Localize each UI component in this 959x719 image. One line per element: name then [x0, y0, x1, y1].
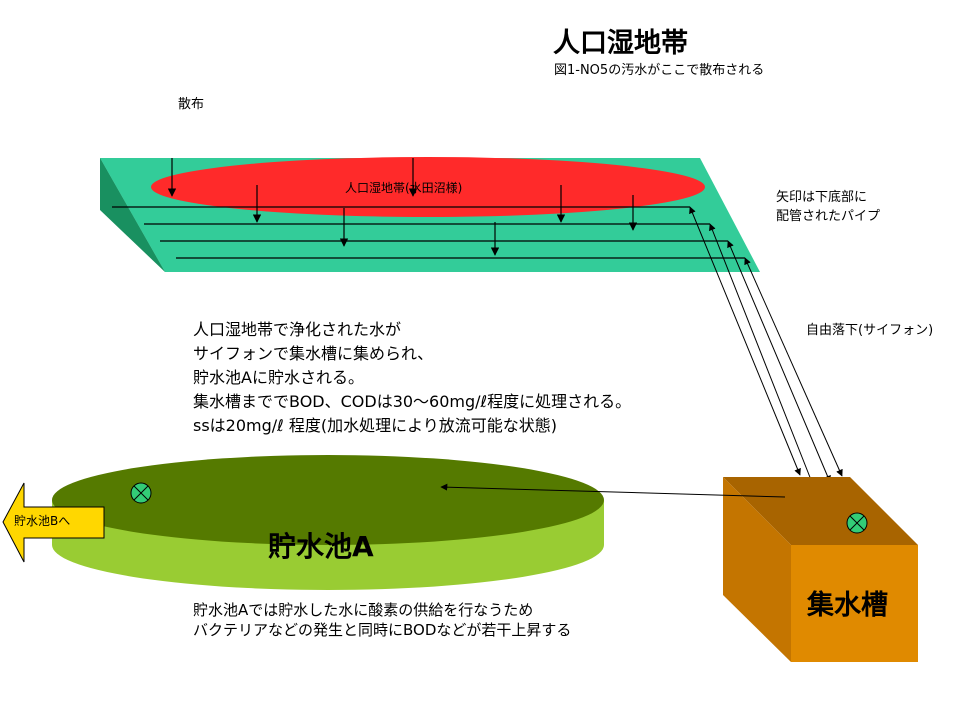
pipe-note-line: 配管されたパイプ [776, 209, 881, 224]
wetland-slab [100, 157, 760, 272]
pond-description-line: バクテリアなどの発生と同時にBODなどが若干上昇する [193, 621, 572, 639]
pond-top [52, 455, 604, 545]
tank-valve-icon [846, 512, 868, 534]
spray-arrows [167, 158, 638, 256]
siphon-arrow [727, 240, 831, 483]
description-line: ssは20mg/ℓ 程度(加水処理により放流可能な状態) [193, 416, 558, 435]
diagram-title: 人口湿地帯 [553, 28, 688, 59]
siphon-arrow [709, 223, 816, 491]
description-line: 人口湿地帯で浄化された水が [193, 320, 402, 339]
tank-left-face [723, 477, 791, 662]
tank-top-face [723, 477, 918, 545]
collection-tank [723, 477, 918, 662]
pond-description: 貯水池Aでは貯水した水に酸素の供給を行なうため バクテリアなどの発生と同時にBO… [193, 600, 571, 640]
tank-front-face [791, 545, 918, 662]
outflow-label: 貯水池Bへ [14, 514, 71, 528]
siphon-pipes [689, 206, 843, 491]
pond-valve-icon [130, 482, 152, 504]
wetland-label: 人口湿地帯(水田沼様) [345, 181, 463, 195]
wetland-red-area [151, 157, 705, 217]
wetland-pipes [112, 206, 745, 259]
siphon-arrow [744, 257, 843, 477]
pond-description-line: 貯水池Aでは貯水した水に酸素の供給を行なうため [193, 601, 534, 619]
outflow-arrow-shape [2, 482, 105, 563]
pipe-note-line: 矢印は下底部に [776, 190, 868, 205]
description-line: 貯水池Aに貯水される。 [193, 368, 364, 387]
diagram-subtitle: 図1-NO5の汚水がここで散布される [554, 63, 765, 78]
process-description: 人口湿地帯で浄化された水が サイフォンで集水槽に集められ、 貯水池Aに貯水される… [193, 318, 631, 438]
wetland-front-face [100, 158, 165, 272]
tank-label: 集水槽 [807, 590, 888, 621]
siphon-label: 自由落下(サイフォン) [806, 323, 934, 338]
description-line: サイフォンで集水槽に集められ、 [193, 344, 434, 363]
spray-label: 散布 [178, 97, 205, 112]
pipe-note: 矢印は下底部に 配管されたパイプ [776, 188, 880, 226]
tank-to-pond-arrow [440, 483, 786, 498]
pond-a [52, 455, 604, 590]
pond-label: 貯水池A [268, 530, 374, 563]
description-line: 集水槽まででBOD、CODは30〜60mg/ℓ程度に処理される。 [193, 392, 632, 411]
